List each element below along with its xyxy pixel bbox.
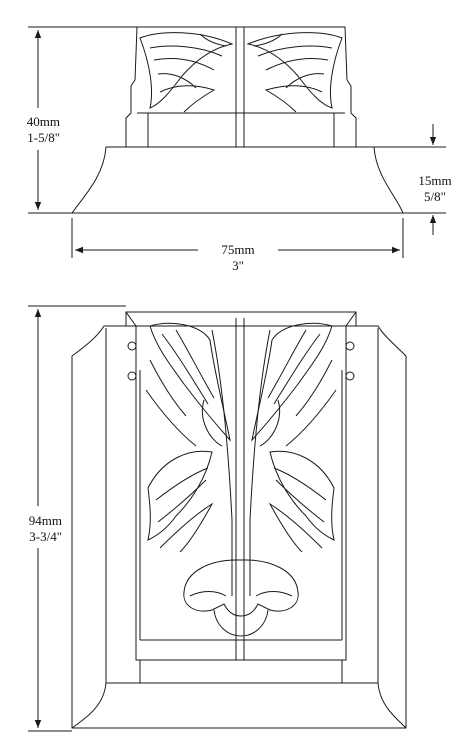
front-view	[71, 311, 407, 729]
front-capital-body	[125, 311, 357, 661]
width-imperial: 3"	[232, 258, 244, 273]
dim-front-height	[28, 305, 126, 732]
base-height-metric: 15mm	[418, 173, 452, 188]
leaf-top-left	[139, 32, 234, 109]
front-height-metric: 94mm	[28, 513, 62, 528]
base-profile	[71, 146, 404, 214]
width-metric: 75mm	[198, 242, 278, 257]
leaf-front-middle-left	[147, 450, 213, 541]
leaf-front-lower	[183, 559, 299, 617]
top-height-metric: 40mm	[26, 114, 60, 129]
front-height-imperial: 3-3/4"	[29, 529, 62, 544]
leaf-front-upper-left	[149, 322, 231, 442]
dim-top-height	[28, 26, 137, 214]
capital-body	[125, 26, 357, 147]
front-inner-plinth	[71, 328, 407, 729]
leaf-front-upper-right	[251, 322, 333, 442]
top-view	[71, 26, 404, 214]
leaf-front-middle-right	[269, 450, 335, 541]
leaf-top-right	[246, 32, 343, 109]
top-height-imperial: 1-5/8"	[27, 130, 60, 145]
dim-base-height	[374, 124, 446, 235]
base-height-imperial: 5/8"	[424, 189, 446, 204]
front-outer-profile	[71, 325, 407, 729]
